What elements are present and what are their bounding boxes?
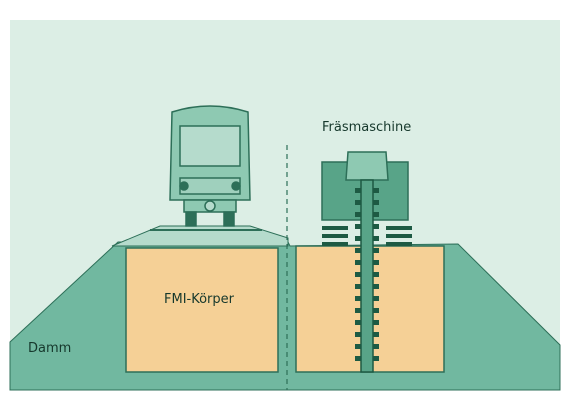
- chain-tooth: [373, 284, 379, 289]
- chain-tooth: [355, 296, 361, 301]
- label-dam: Damm: [28, 341, 71, 356]
- chain-tooth: [373, 224, 379, 229]
- chain-tooth: [355, 344, 361, 349]
- chain-tooth: [373, 272, 379, 277]
- chain-tooth: [355, 212, 361, 217]
- chain-tooth: [355, 188, 361, 193]
- label-fmi-body: FMI-Körper: [164, 292, 235, 307]
- chain-tooth: [355, 308, 361, 313]
- chain-tooth: [373, 332, 379, 337]
- chain-tooth: [373, 248, 379, 253]
- chain-tooth: [355, 236, 361, 241]
- milling-chain: [355, 179, 379, 373]
- label-machine: Fräsmaschine: [322, 120, 411, 135]
- chain-tooth: [373, 236, 379, 241]
- chain-tooth: [355, 332, 361, 337]
- chain-tooth: [355, 320, 361, 325]
- chain-tooth: [355, 200, 361, 205]
- chain-tooth: [355, 284, 361, 289]
- train: [169, 105, 251, 227]
- chain-tooth: [373, 260, 379, 265]
- chain-tooth: [355, 272, 361, 277]
- chain-tooth: [373, 296, 379, 301]
- chain-tooth: [373, 308, 379, 313]
- chain-tooth: [355, 224, 361, 229]
- chain-tooth: [373, 356, 379, 361]
- chain-tooth: [355, 260, 361, 265]
- chain-tooth: [373, 200, 379, 205]
- chain-tooth: [373, 320, 379, 325]
- chain-tooth: [373, 188, 379, 193]
- chain-tooth: [355, 248, 361, 253]
- chain-tooth: [373, 344, 379, 349]
- chain-tooth: [355, 356, 361, 361]
- fmi-body-left: [125, 247, 279, 373]
- chain-tooth: [373, 212, 379, 217]
